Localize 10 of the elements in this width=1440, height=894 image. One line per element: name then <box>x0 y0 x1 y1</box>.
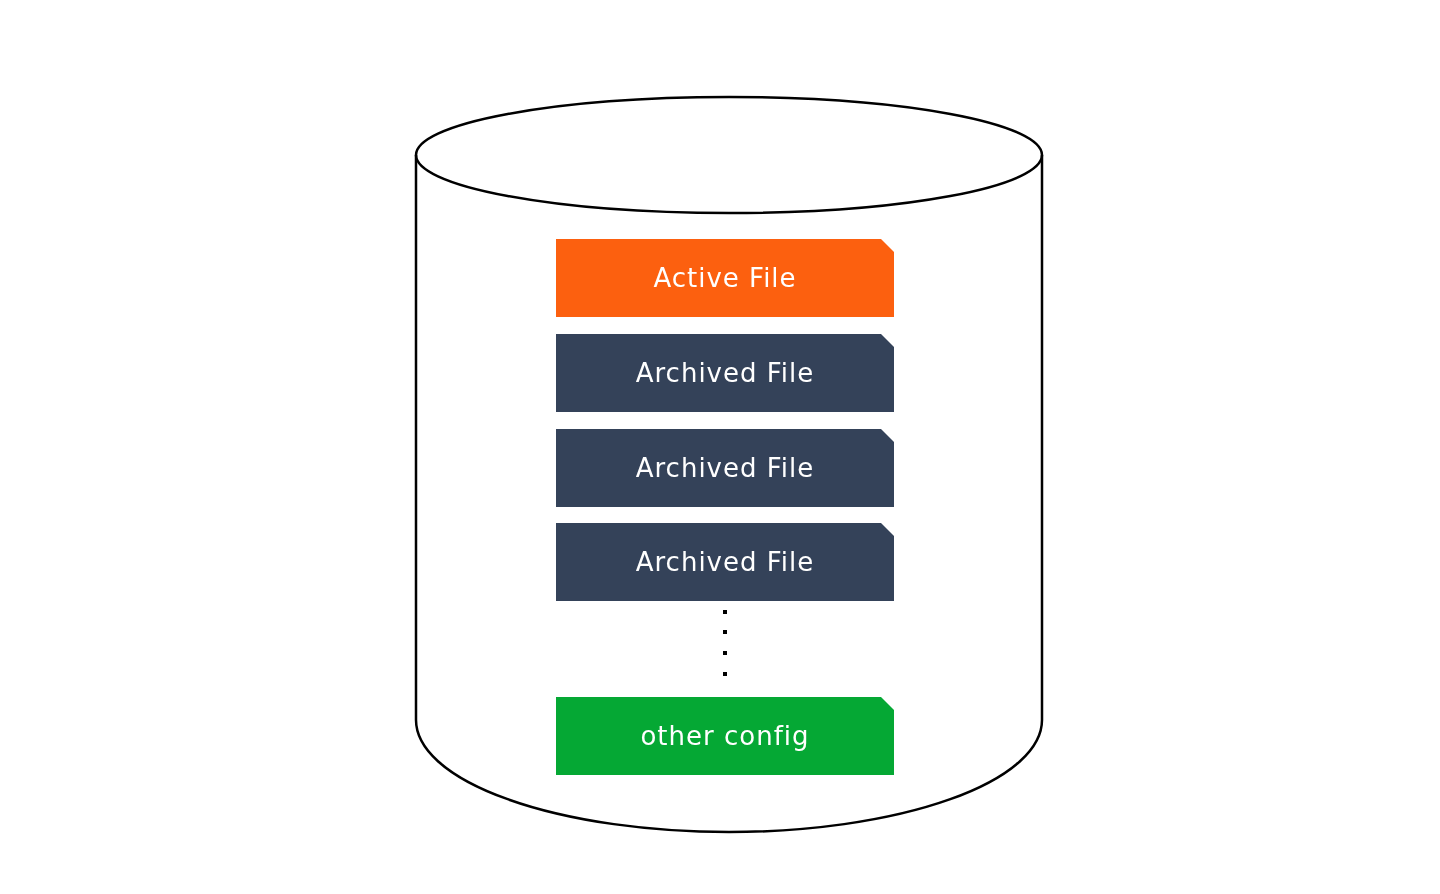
file-card <box>556 429 894 507</box>
file-label: Archived File <box>635 358 815 388</box>
file-label: Active File <box>653 263 797 293</box>
file-card <box>556 334 894 412</box>
file-card <box>556 239 894 317</box>
file-label: other config <box>640 721 810 751</box>
file-card <box>556 697 894 775</box>
file-card <box>556 523 894 601</box>
file-label: Archived File <box>635 547 815 577</box>
file-label: Archived File <box>635 453 815 483</box>
